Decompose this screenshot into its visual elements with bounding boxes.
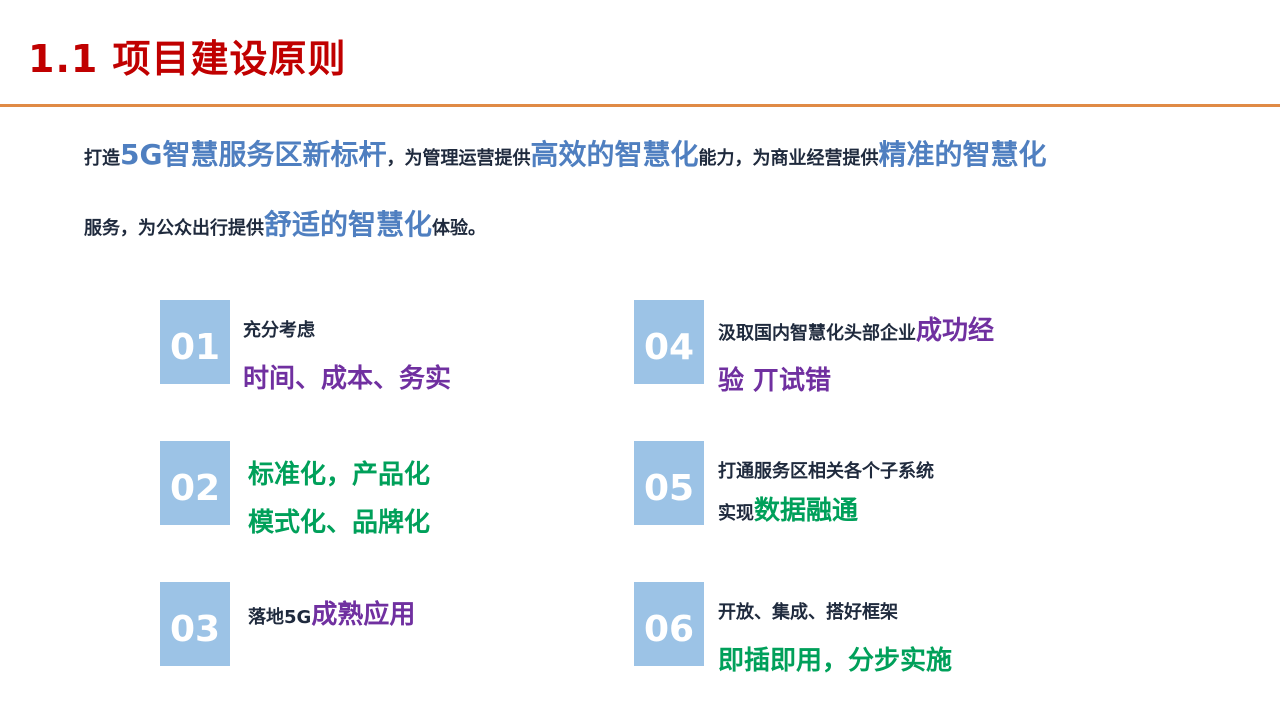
item-number-05: 05 xyxy=(634,441,704,525)
item-02-line1: 标准化，产品化 xyxy=(248,460,431,490)
item-number-01: 01 xyxy=(160,300,230,384)
item-05-text: 实现 xyxy=(718,503,754,524)
intro-text: 打造 xyxy=(84,148,120,169)
title-divider xyxy=(0,104,1280,107)
intro-highlight: 舒适的智慧化 xyxy=(264,208,433,241)
item-01-line2: 时间、成本、务实 xyxy=(243,364,452,394)
intro-paragraph: 打造5G智慧服务区新标杆，为管理运营提供高效的智慧化能力，为商业经营提供精准的智… xyxy=(84,136,1194,248)
item-06-line2: 即插即用，分步实施 xyxy=(718,646,953,676)
item-03-text: 落地5G xyxy=(248,607,312,628)
item-05-highlight: 数据融通 xyxy=(754,496,859,526)
item-05-line1: 打通服务区相关各个子系统 xyxy=(718,461,934,482)
item-number-04: 04 xyxy=(634,300,704,384)
item-number-03: 03 xyxy=(160,582,230,666)
item-03-line1: 落地5G成熟应用 xyxy=(248,594,415,631)
item-04-text: 汲取国内智慧化头部企业 xyxy=(718,323,916,344)
intro-text: ，为管理运营提供 xyxy=(386,148,531,169)
intro-highlight: 5G智慧服务区新标杆 xyxy=(120,138,387,171)
intro-line-2: 服务，为公众出行提供舒适的智慧化体验。 xyxy=(84,206,1194,248)
item-04-line1: 汲取国内智慧化头部企业成功经 xyxy=(718,310,994,347)
item-03-highlight: 成熟应用 xyxy=(311,600,416,630)
item-05-line2: 实现数据融通 xyxy=(718,490,858,527)
item-01-line1: 充分考虑 xyxy=(243,320,315,341)
item-number-06: 06 xyxy=(634,582,704,666)
intro-line-1: 打造5G智慧服务区新标杆，为管理运营提供高效的智慧化能力，为商业经营提供精准的智… xyxy=(84,136,1194,178)
intro-text: 能力，为商业经营提供 xyxy=(698,148,879,169)
item-06-line1: 开放、集成、搭好框架 xyxy=(718,602,898,623)
intro-highlight: 高效的智慧化 xyxy=(530,138,699,171)
slide-title: 1.1 项目建设原则 xyxy=(28,37,347,81)
item-02-line2: 模式化、品牌化 xyxy=(248,508,431,538)
intro-text: 体验。 xyxy=(432,218,487,239)
intro-highlight: 精准的智慧化 xyxy=(878,138,1047,171)
item-number-02: 02 xyxy=(160,441,230,525)
item-04-line2: 验 丌试错 xyxy=(718,366,832,396)
intro-text: 服务，为公众出行提供 xyxy=(84,218,264,239)
item-04-highlight: 成功经 xyxy=(916,316,995,346)
